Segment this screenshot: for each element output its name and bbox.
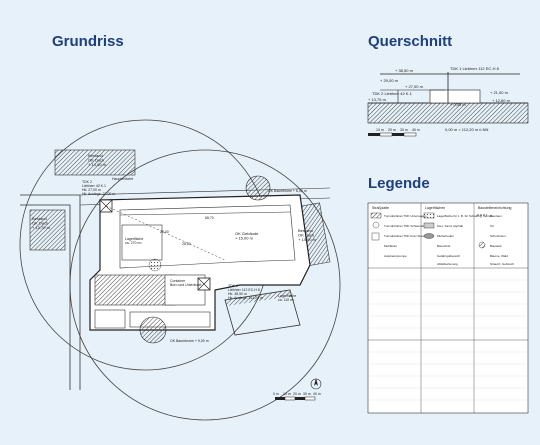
- label-baumkrone-bottom: OK Baumkrone + 9,00 m: [170, 339, 209, 343]
- legend-symbol-storage: [423, 212, 435, 219]
- section-h4: + 21,00 m: [490, 90, 509, 95]
- existing-building-top: [54, 149, 136, 176]
- building-dim-line: [119, 211, 291, 216]
- legend-panel: Straßplatte Lagerflächen Baustelleneinri…: [367, 202, 529, 414]
- legend-symbol-swing: [372, 221, 380, 229]
- section-h6: + 12,60 m: [492, 98, 511, 103]
- section-scale-40: 40 m: [412, 128, 420, 132]
- section-h5: + 13,75 m: [368, 97, 387, 102]
- legend-c2-i2: Mutterboden: [437, 234, 454, 238]
- legend-col3-title: Baustelleneinrichtung: [478, 206, 512, 210]
- legend-c1-i1: Turmdrehkran TDK Schwenkbereich: [384, 224, 433, 228]
- scale-tick-0: 0 m: [273, 392, 279, 396]
- section-h2: + 29,00 m: [380, 78, 399, 83]
- container-block: [94, 274, 176, 306]
- heading-legend: Legende: [368, 175, 430, 192]
- tree-top: [245, 175, 271, 201]
- crane-radius-line: [105, 205, 226, 261]
- legend-c2-i1: Kies, Sand, Asphalt: [437, 224, 463, 228]
- legend-c3-i4: Bäume, Wald: [490, 254, 508, 258]
- storage-right-hatch: [225, 290, 292, 306]
- section-scale-30: 30 m: [400, 128, 408, 132]
- legend-c1-i4: Autobetonpumpe: [384, 254, 407, 258]
- scale-tick-10: 10 m: [283, 392, 291, 396]
- legend-c1-i2: Turmdrehkran TDK Kran Standort: [384, 234, 429, 238]
- label-gebaeude: OK Gebäude+ 15,00 m: [235, 231, 259, 241]
- north-arrow-icon: [310, 378, 322, 390]
- legend-c3-i0: Bauzaun: [490, 214, 502, 218]
- section-drawing: TDK 1 Liebherr 112 EC-H 8 TDK 2 Liebherr…: [367, 66, 529, 137]
- legend-c2-i4: Gefahrgutbereich: [437, 254, 461, 258]
- section-ground: [367, 102, 529, 124]
- storage-area: [121, 224, 163, 261]
- scale-tick-20: 20 m: [293, 392, 301, 396]
- section-scale-20: 20 m: [388, 128, 396, 132]
- scale-tick-40: 40 m: [313, 392, 321, 396]
- heading-section: Querschnitt: [368, 33, 453, 50]
- label-baumkrone-top: OK Baumkrone + 8,00 m: [268, 189, 307, 193]
- tdk1-crane-position: [197, 277, 211, 291]
- legend-c3-i2: Schutzzaun: [490, 234, 506, 238]
- scale-tick-30: 30 m: [303, 392, 311, 396]
- label-haupteinfahrt: Haupteinfahrt: [112, 177, 133, 181]
- section-h1: + 38,50 m: [395, 68, 414, 73]
- legend-symbol-crane-site: [371, 232, 380, 241]
- section-scale-10: 10 m: [376, 128, 384, 132]
- legend-symbol-soil: [423, 233, 435, 239]
- legend-col2-title: Lagerflächen: [425, 206, 445, 210]
- label-dim2: 28,00: [160, 230, 169, 234]
- legend-symbol-crane-base: [370, 212, 382, 219]
- section-crane2-label: TDK 2 Liebherr 42 K.1: [372, 91, 413, 96]
- container-unit: [94, 309, 126, 329]
- legend-c1-i3: Mobilkran: [384, 244, 397, 248]
- heading-site-plan: Grundriss: [52, 33, 124, 50]
- section-crane-label: TDK 1 Liebherr 112 EC-H 8: [450, 66, 500, 71]
- legend-symbol-gravel: [423, 222, 435, 229]
- tree-mid: [148, 258, 162, 272]
- legend-c2-i0: Lagerfläche für z. B. für Schalung, Gerü…: [437, 214, 492, 218]
- legend-c3-i3: Bauwerk: [490, 244, 502, 248]
- site-plan-scale-bar: 0 m 10 m 20 m 30 m 40 m: [273, 392, 321, 401]
- building-inner: [119, 204, 296, 269]
- legend-c1-i0: Turmdrehkran TDK Unterwagen: [384, 214, 427, 218]
- section-h7: + 0,00 m: [450, 102, 466, 107]
- section-radius-label: 0,00 m = 112,20 m ü.NN: [445, 127, 489, 132]
- legend-c2-i5: Abfallsortierung: [437, 262, 458, 266]
- legend-c3-i5: Strauch, Gebüsch: [490, 262, 514, 266]
- existing-building-left: [29, 209, 66, 251]
- tree-bottom: [139, 316, 167, 344]
- legend-symbol-tree: [478, 241, 486, 249]
- legend-c2-i3: Bauschutt: [437, 244, 451, 248]
- label-dim1: 68,70: [205, 216, 214, 220]
- section-h3: + 27,00 m: [405, 84, 424, 89]
- label-dim3: 28,00: [182, 242, 191, 246]
- legend-col1-title: Straßplatte: [372, 206, 389, 210]
- section-building: [429, 89, 481, 104]
- legend-c3-i1: Tor: [490, 224, 494, 228]
